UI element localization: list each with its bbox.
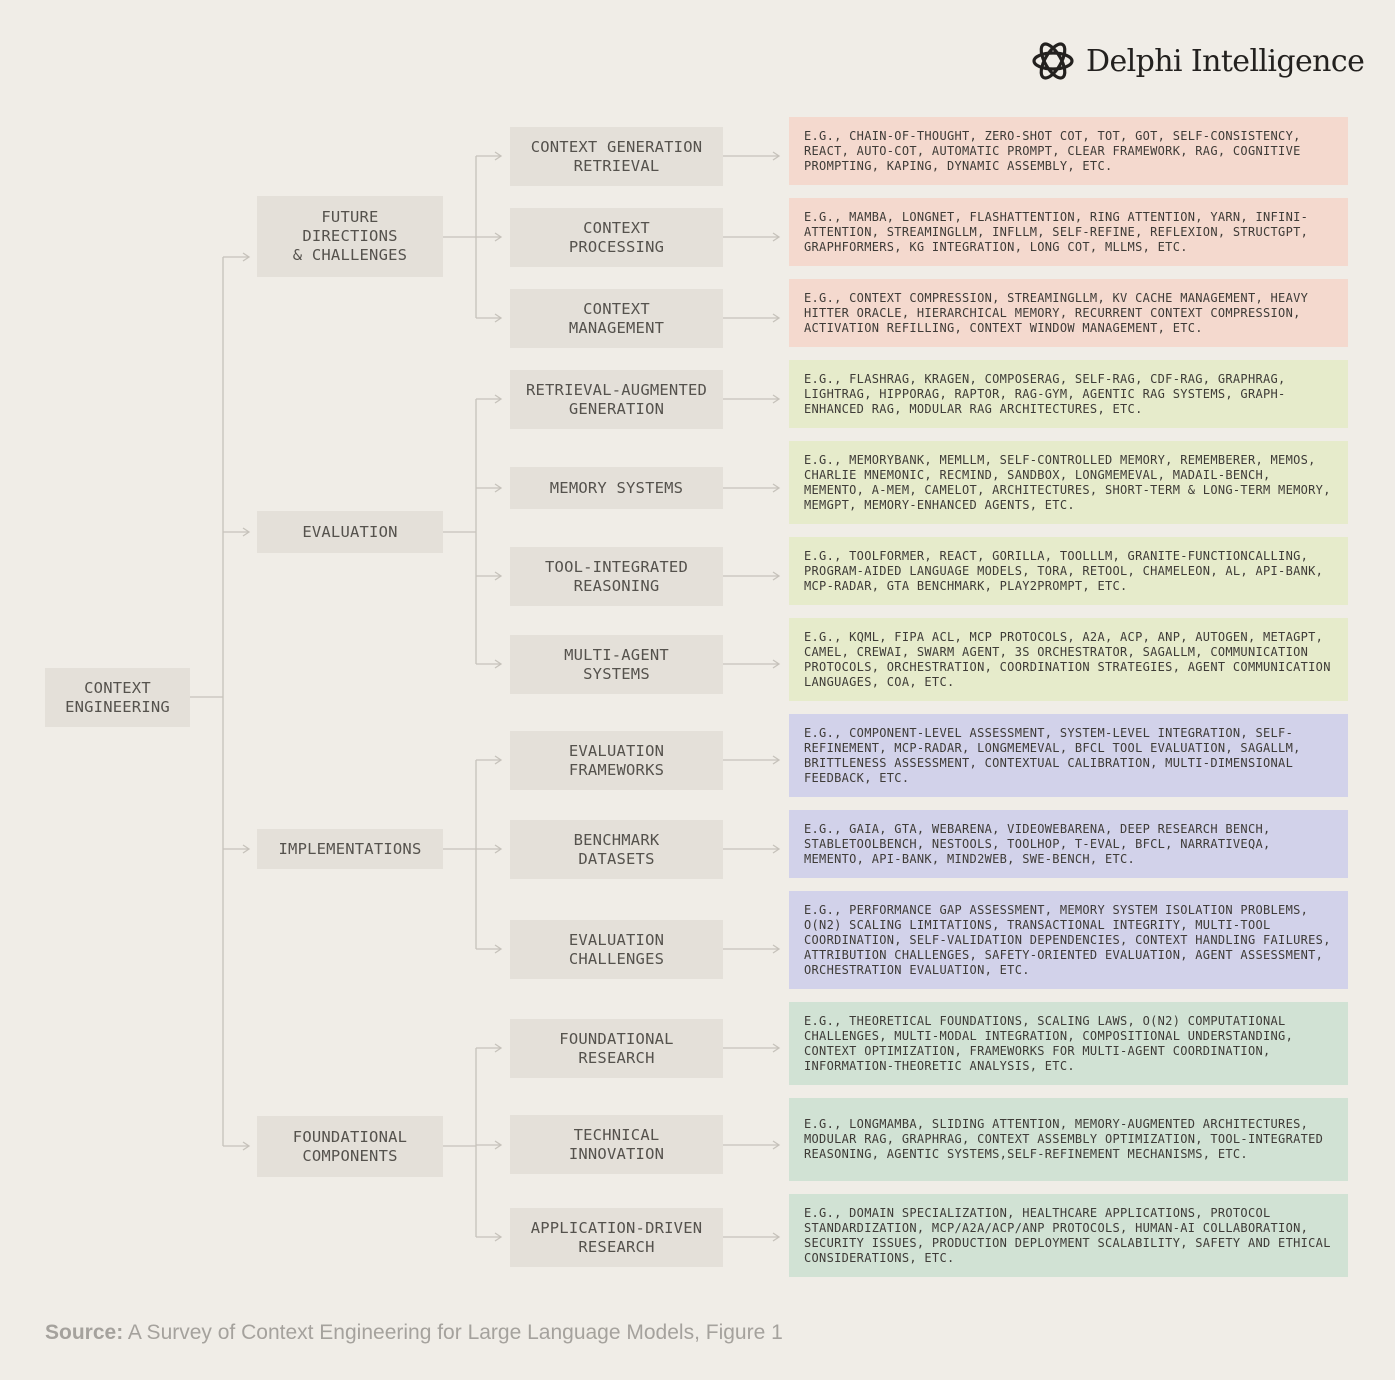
- subcategory-node: MEMORY SYSTEMS: [510, 467, 723, 509]
- subcategory-node: EVALUATION CHALLENGES: [510, 920, 723, 979]
- examples-box: E.G., LONGMAMBA, SLIDING ATTENTION, MEMO…: [789, 1098, 1348, 1181]
- subcategory-node: BENCHMARK DATASETS: [510, 820, 723, 879]
- examples-text: E.G., MAMBA, LONGNET, FLASHATTENTION, RI…: [804, 209, 1309, 254]
- examples-text: E.G., FLASHRAG, KRAGEN, COMPOSERAG, SELF…: [804, 371, 1286, 416]
- examples-box: E.G., COMPONENT-LEVEL ASSESSMENT, SYSTEM…: [789, 714, 1348, 797]
- brand-name: Delphi Intelligence: [1086, 43, 1365, 79]
- arrow-head: [772, 571, 781, 581]
- arrow-head: [494, 571, 503, 581]
- subcategory-node: FOUNDATIONAL RESEARCH: [510, 1019, 723, 1078]
- arrow-head: [772, 659, 781, 669]
- subcategory-node: EVALUATION FRAMEWORKS: [510, 731, 723, 790]
- arrow-head: [772, 483, 781, 493]
- examples-box: E.G., CONTEXT COMPRESSION, STREAMINGLLM,…: [789, 279, 1348, 347]
- arrow-head: [494, 483, 503, 493]
- category-node: EVALUATION: [257, 511, 443, 553]
- subcategory-node: TOOL-INTEGRATED REASONING: [510, 547, 723, 606]
- arrow-head: [494, 313, 503, 323]
- examples-box: E.G., CHAIN-OF-THOUGHT, ZERO-SHOT COT, T…: [789, 117, 1348, 185]
- examples-text: E.G., LONGMAMBA, SLIDING ATTENTION, MEMO…: [804, 1117, 1324, 1161]
- arrow-head: [772, 944, 781, 954]
- examples-box: E.G., PERFORMANCE GAP ASSESSMENT, MEMORY…: [789, 891, 1348, 989]
- arrow-head: [494, 944, 503, 954]
- arrow-head: [772, 394, 781, 404]
- arrow-head: [494, 1140, 503, 1150]
- examples-text: E.G., COMPONENT-LEVEL ASSESSMENT, SYSTEM…: [804, 725, 1301, 785]
- examples-text: E.G., CONTEXT COMPRESSION, STREAMINGLLM,…: [804, 290, 1309, 335]
- examples-box: E.G., MAMBA, LONGNET, FLASHATTENTION, RI…: [789, 198, 1348, 266]
- subcategory-node: APPLICATION-DRIVEN RESEARCH: [510, 1208, 723, 1267]
- root-node: CONTEXT ENGINEERING: [45, 668, 190, 727]
- examples-text: E.G., PERFORMANCE GAP ASSESSMENT, MEMORY…: [804, 902, 1331, 977]
- arrow-head: [494, 844, 503, 854]
- arrow-head: [242, 844, 251, 854]
- arrow-head: [494, 1232, 503, 1242]
- arrow-head: [772, 1232, 781, 1242]
- examples-box: E.G., TOOLFORMER, REACT, GORILLA, TOOLLL…: [789, 537, 1348, 605]
- arrow-head: [494, 232, 503, 242]
- examples-box: E.G., KQML, FIPA ACL, MCP PROTOCOLS, A2A…: [789, 618, 1348, 701]
- arrow-head: [772, 755, 781, 765]
- examples-text: E.G., DOMAIN SPECIALIZATION, HEALTHCARE …: [804, 1205, 1331, 1265]
- arrow-head: [242, 252, 251, 262]
- arrow-head: [772, 1043, 781, 1053]
- examples-box: E.G., DOMAIN SPECIALIZATION, HEALTHCARE …: [789, 1194, 1348, 1277]
- arrow-head: [772, 1140, 781, 1150]
- arrow-head: [772, 232, 781, 242]
- examples-text: E.G., CHAIN-OF-THOUGHT, ZERO-SHOT COT, T…: [804, 128, 1301, 173]
- examples-box: E.G., FLASHRAG, KRAGEN, COMPOSERAG, SELF…: [789, 360, 1348, 428]
- arrow-head: [494, 1043, 503, 1053]
- category-node: FUTURE DIRECTIONS & CHALLENGES: [257, 196, 443, 277]
- source-label: Source:: [45, 1321, 124, 1344]
- arrow-head: [772, 151, 781, 161]
- arrow-head: [494, 151, 503, 161]
- arrow-head: [242, 1141, 251, 1151]
- examples-text: E.G., KQML, FIPA ACL, MCP PROTOCOLS, A2A…: [804, 629, 1331, 689]
- examples-box: E.G., THEORETICAL FOUNDATIONS, SCALING L…: [789, 1002, 1348, 1085]
- arrow-head: [494, 394, 503, 404]
- knot-logo-icon: [1032, 42, 1074, 80]
- subcategory-node: CONTEXT PROCESSING: [510, 208, 723, 267]
- source-caption: Source: A Survey of Context Engineering …: [45, 1321, 783, 1345]
- subcategory-node: MULTI-AGENT SYSTEMS: [510, 635, 723, 694]
- brand-logo: Delphi Intelligence: [1030, 36, 1365, 86]
- subcategory-node: CONTEXT GENERATION RETRIEVAL: [510, 127, 723, 186]
- arrow-head: [772, 313, 781, 323]
- source-text: A Survey of Context Engineering for Larg…: [127, 1321, 783, 1344]
- examples-text: E.G., TOOLFORMER, REACT, GORILLA, TOOLLL…: [804, 548, 1324, 593]
- arrow-head: [494, 755, 503, 765]
- subcategory-node: CONTEXT MANAGEMENT: [510, 289, 723, 348]
- examples-text: E.G., THEORETICAL FOUNDATIONS, SCALING L…: [804, 1013, 1294, 1073]
- arrow-head: [494, 659, 503, 669]
- subcategory-node: TECHNICAL INNOVATION: [510, 1115, 723, 1174]
- examples-text: E.G., GAIA, GTA, WEBARENA, VIDEOWEBARENA…: [804, 821, 1271, 866]
- examples-box: E.G., GAIA, GTA, WEBARENA, VIDEOWEBARENA…: [789, 810, 1348, 878]
- subcategory-node: RETRIEVAL-AUGMENTED GENERATION: [510, 370, 723, 429]
- examples-text: E.G., MEMORYBANK, MEMLLM, SELF-CONTROLLE…: [804, 452, 1331, 512]
- examples-box: E.G., MEMORYBANK, MEMLLM, SELF-CONTROLLE…: [789, 441, 1348, 524]
- category-node: FOUNDATIONAL COMPONENTS: [257, 1116, 443, 1177]
- category-node: IMPLEMENTATIONS: [257, 829, 443, 869]
- arrow-head: [242, 527, 251, 537]
- arrow-head: [772, 844, 781, 854]
